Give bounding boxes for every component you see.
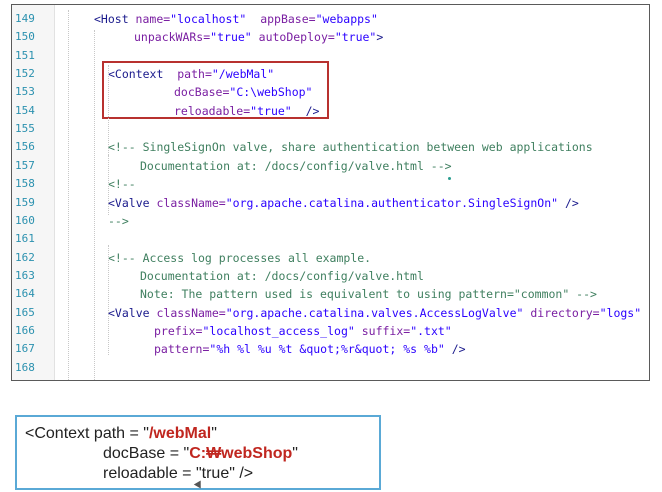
code-line[interactable]: 157 Documentation at: /docs/config/valve.… [12,157,649,175]
indent-guide [108,245,109,355]
callout-path-value: /webMal [148,425,212,442]
code-line[interactable]: 150 unpackWARs="true" autoDeploy="true"> [12,28,649,46]
code-text: pattern="%h %l %u %t &quot;%r&quot; %s %… [154,342,466,357]
code-line[interactable]: 164 Note: The pattern used is equivalent … [12,285,649,303]
code-text: prefix="localhost_access_log" suffix=".t… [154,323,452,338]
code-text: <Valve className="org.apache.catalina.au… [108,195,579,210]
code-line[interactable]: 151 [12,47,649,65]
context-highlight-box [102,61,329,119]
callout-path-quote: " [211,425,217,442]
text-cursor-dot [448,177,451,180]
indent-guide [94,30,95,380]
code-line[interactable]: 156 <!-- SingleSignOn valve, share authen… [12,138,649,156]
code-line[interactable]: 166 prefix="localhost_access_log" suffix=… [12,322,649,340]
code-text: docBase="C:\webShop" [174,85,313,100]
code-line[interactable]: 165 <Valve className="org.apache.catalina… [12,304,649,322]
code-text: <!-- SingleSignOn valve, share authentic… [108,140,593,155]
line-number: 152 [15,67,35,81]
code-line[interactable]: 167 pattern="%h %l %u %t &quot;%r&quot; %… [12,340,649,358]
line-number: 165 [15,305,35,319]
line-number: 163 [15,268,35,282]
line-number: 154 [15,103,35,117]
line-number: 149 [15,12,35,25]
code-text: <!-- Access log processes all example. [108,250,372,265]
code-line[interactable]: 162 <!-- Access log processes all example… [12,249,649,267]
code-text: Note: The pattern used is equivalent to … [140,287,597,302]
code-line[interactable]: 153 docBase="C:\webShop" [12,83,649,101]
line-number: 158 [15,177,35,191]
code-text: Documentation at: /docs/config/valve.htm… [140,158,452,173]
code-line[interactable]: 160 --> [12,212,649,230]
line-number: 153 [15,85,35,99]
line-number: 166 [15,323,35,337]
code-line[interactable]: 158 <!-- [12,175,649,193]
code-text: <!-- [108,177,136,192]
line-number: 150 [15,30,35,44]
code-line[interactable]: 149 <Host name="localhost" appBase="webap… [12,10,649,28]
code-line[interactable]: 163 Documentation at: /docs/config/valve.… [12,267,649,285]
callout-line-path: <Context path = "/webMal" [25,424,217,444]
line-number: 155 [15,122,35,136]
code-line[interactable]: 159 <Valve className="org.apache.catalina… [12,194,649,212]
indent-guide [68,10,69,380]
line-number: 167 [15,342,35,356]
code-text: unpackWARs="true" autoDeploy="true"> [134,30,384,45]
callout-docbase-label: docBase = " [103,445,190,462]
code-text: --> [108,213,129,228]
line-number: 156 [15,140,35,154]
line-number: 162 [15,250,35,264]
code-text: </Host> [94,377,142,380]
line-number: 169 [15,377,45,380]
code-text: <Context path="/webMal" [108,67,275,82]
code-line[interactable]: 155 [12,120,649,138]
code-text: reloadable="true" /> [174,103,320,118]
line-number: 159 [15,195,35,209]
code-line[interactable]: 161 [12,230,649,248]
indent-guide [108,155,109,215]
line-number: 161 [15,232,35,246]
line-number: 160 [15,213,35,227]
code-line[interactable]: 169 </Host> [12,377,649,380]
code-line[interactable]: 168 [12,359,649,377]
line-number: 168 [15,360,35,374]
line-number: 151 [15,48,35,62]
code-line[interactable]: 154 reloadable="true" /> [12,102,649,120]
line-number-gutter [12,5,55,380]
callout-path-label: <Context path = " [25,425,149,442]
callout-docbase-value: C:₩webShop [189,445,293,462]
callout-line-docbase: docBase = "C:₩webShop" [103,444,298,464]
line-number: 157 [15,158,35,172]
indent-guide [108,65,109,165]
callout-docbase-quote: " [292,445,298,462]
code-editor[interactable]: 149 <Host name="localhost" appBase="webap… [11,4,650,381]
code-line[interactable]: 152 <Context path="/webMal" [12,65,649,83]
line-number: 164 [15,287,35,301]
code-text: <Host name="localhost" appBase="webapps" [94,12,378,26]
context-callout-box: <Context path = "/webMal" docBase = "C:₩… [15,415,381,490]
code-text: <Valve className="org.apache.catalina.va… [108,305,642,320]
code-text: Documentation at: /docs/config/valve.htm… [140,268,424,283]
callout-line-reloadable: reloadable = "true" /> [103,465,254,482]
